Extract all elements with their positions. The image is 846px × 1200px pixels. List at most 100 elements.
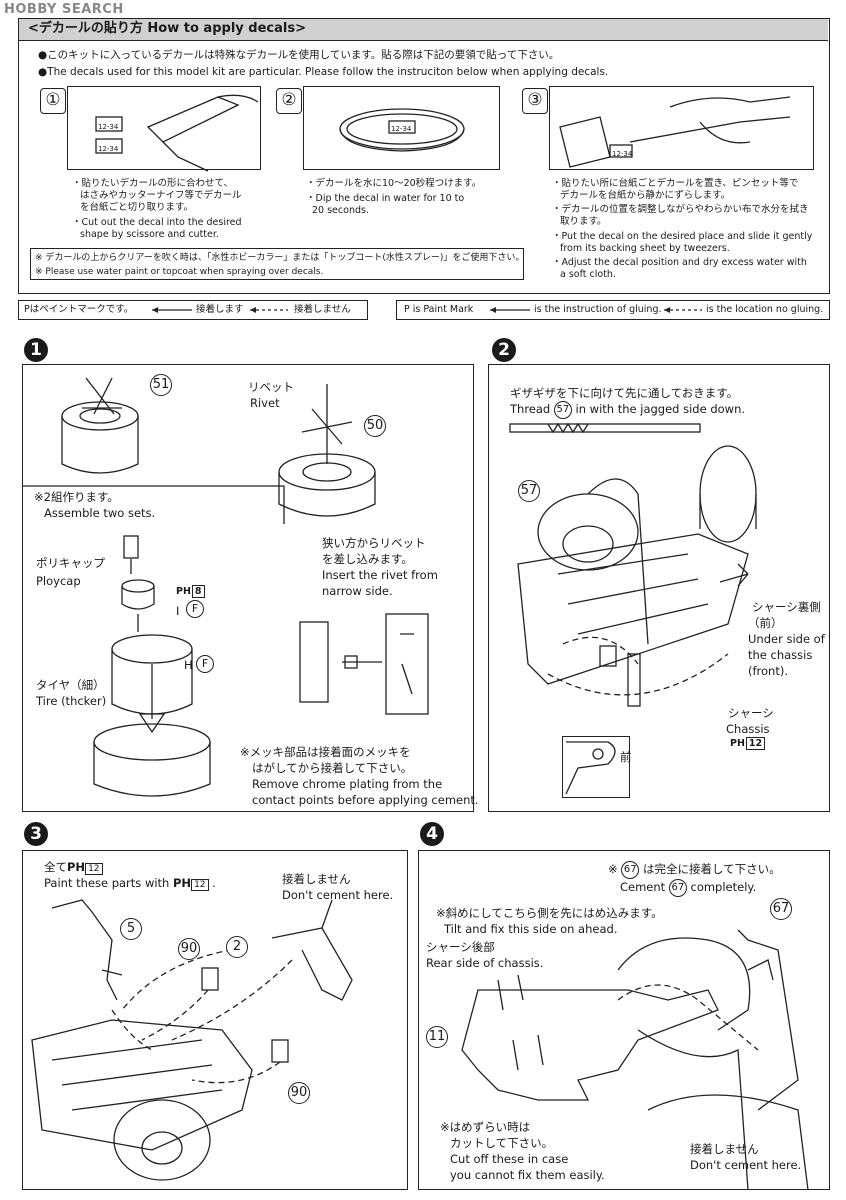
cement-en: Cement 67 completely. — [620, 879, 756, 898]
no-glue-arrow-icon — [250, 307, 288, 313]
decal-step-1-illustration — [67, 86, 261, 172]
rivet-note-en-1: Insert the rivet from — [322, 568, 438, 582]
decal-step-3-en-3: ・Adjust the decal position and dry exces… — [552, 257, 807, 268]
rivet-note-jp-1: 狭い方からリベット — [322, 536, 426, 550]
under-en-2: the chassis — [748, 648, 813, 662]
legend-en-no-glue: is the location no gluing. — [706, 304, 824, 315]
decal-step-2-number: ② — [276, 88, 302, 114]
nocement-en-4: Don't cement here. — [690, 1158, 802, 1172]
rivet-jp: リベット — [248, 380, 294, 394]
glue-arrow-icon-en — [490, 307, 530, 313]
decal-step-1-en-2: shape by scissore and cutter. — [80, 229, 219, 240]
legend-jp-no-glue: 接着しません — [294, 304, 351, 315]
step-3-drawing — [31, 899, 353, 1181]
under-jp-2: （前） — [748, 616, 783, 630]
decal-step-1-number: ① — [40, 88, 66, 114]
decal-label-d: 12-34 — [612, 150, 633, 158]
part-2-label: 2 — [226, 936, 248, 958]
nocement-jp-4: 接着しません — [690, 1142, 759, 1156]
nocement-en-3: Don't cement here. — [282, 888, 394, 902]
decal-step-3-jp-3: ・デカールの位置を調整しながらやわらかい布で水分を拭き — [552, 204, 809, 215]
decal-step-1-jp-2: はさみやカッターナイフ等でデカール — [80, 190, 242, 201]
under-en-3: (front). — [748, 664, 788, 678]
chassis-jp: シャーシ — [728, 706, 774, 720]
glue-arrow-icon — [152, 307, 192, 313]
cement-jp: ※ 67 は完全に接着して下さい。 — [608, 861, 781, 880]
tilt-en: Tilt and fix this side on ahead. — [444, 922, 618, 936]
decal-note-box — [30, 248, 524, 280]
chrome-note-jp-1: ※メッキ部品は接着面のメッキを — [240, 745, 411, 759]
legend-en-paint: P is Paint Mark — [404, 304, 474, 315]
decal-step-3-jp-2: デカールを台紙から静かにずらします。 — [560, 190, 731, 201]
step-2-number: 2 — [492, 338, 516, 362]
decal-step-3-en-1: ・Put the decal on the desired place and … — [552, 231, 813, 242]
decal-step-3-number: ③ — [522, 88, 548, 114]
cutoff-en-2: you cannot fix them easily. — [450, 1168, 605, 1182]
part-5-label: 5 — [120, 918, 142, 940]
under-jp-1: シャーシ裏側 — [752, 600, 821, 614]
decal-step-3-jp-1: ・貼りたい所に台紙ごとデカールを置き、ピンセット等で — [552, 178, 799, 189]
assemble-en: Assemble two sets. — [44, 506, 156, 520]
step-3-panel — [22, 850, 408, 1190]
step-4-drawing — [461, 929, 809, 1191]
part-i-label: I — [176, 604, 180, 618]
part-90-label-a: 90 — [178, 938, 200, 960]
tweezers-applying-icon — [559, 96, 791, 168]
legend-jp-box — [18, 300, 368, 320]
chrome-note-jp-2: はがしてから接着して下さい。 — [252, 761, 413, 775]
legend-jp-paint: Pはペイントマークです。 — [24, 304, 134, 315]
scissors-cutting-icon — [95, 94, 259, 172]
decal-note-en: ※ Please use water paint or topcoat when… — [35, 267, 324, 277]
decal-step-2-en-2: 20 seconds. — [312, 205, 369, 216]
rivet-en: Rivet — [250, 396, 280, 410]
no-glue-arrow-icon-en — [664, 307, 702, 313]
water-dish-icon — [339, 108, 465, 152]
part-67-label: 67 — [770, 898, 792, 920]
front-detail-box — [562, 736, 630, 798]
jagged-en: Thread 57 in with the jagged side down. — [510, 401, 745, 420]
chrome-note-en-2: contact points before applying cement. — [252, 793, 479, 807]
under-en-1: Under side of — [748, 632, 825, 646]
decal-step-1-jp-1: ・貼りたいデカールの形に合わせて、 — [72, 178, 234, 189]
decal-intro-en: ●The decals used for this model kit are … — [38, 66, 609, 78]
part-h-label: H — [184, 658, 193, 672]
decal-section-header — [19, 19, 828, 41]
watermark: HOBBY SEARCH — [4, 2, 124, 17]
nocement-jp-3: 接着しません — [282, 872, 351, 886]
decal-label-c: 12-34 — [391, 125, 412, 133]
step-1-number: 1 — [24, 338, 48, 362]
cutoff-jp-1: ※はめずらい時は — [440, 1120, 531, 1134]
legend-jp-glue: 接着します — [196, 304, 244, 315]
decal-step-2-illustration — [303, 86, 500, 170]
decal-step-1-en-1: ・Cut out the decal into the desired — [72, 217, 242, 228]
part-f2-label: F — [196, 655, 214, 673]
decal-note-jp: ※ デカールの上からクリアーを吹く時は、「水性ホビーカラー」または「トップコート… — [35, 253, 525, 263]
step-2-panel — [488, 364, 830, 812]
rivet-note-en-2: narrow side. — [322, 584, 393, 598]
part-f-label: F — [186, 600, 204, 618]
decal-label-b: 12-34 — [98, 145, 119, 153]
decal-title: <デカールの貼り方 How to apply decals> — [28, 21, 306, 36]
assemble-jp: ※2組作ります。 — [34, 490, 119, 504]
rear-jp: シャーシ後部 — [426, 940, 495, 954]
part-57-label: 57 — [518, 480, 540, 502]
legend-en-box — [396, 300, 830, 320]
part-90-label-b: 90 — [288, 1082, 310, 1104]
chrome-note-en-1: Remove chrome plating from the — [252, 777, 443, 791]
decal-step-3-en-4: a soft cloth. — [560, 269, 616, 280]
tilt-jp: ※斜めにしてこちら側を先にはめ込みます。 — [436, 906, 663, 920]
decal-step-1-jp-3: を台紙ごと切り取ります。 — [80, 202, 194, 213]
cutoff-en-1: Cut off these in case — [450, 1152, 569, 1166]
legend-en-glue: is the instruction of gluing. — [534, 304, 662, 315]
part-50-label: 50 — [364, 415, 386, 437]
decal-step-3-en-2: from its backing sheet by tweezers. — [560, 243, 730, 254]
decal-intro-jp: ●このキットに入っているデカールは特殊なデカールを使用しています。貼る際は下記の… — [38, 49, 560, 61]
rivet-note-jp-2: を差し込みます。 — [322, 552, 413, 566]
step-4-number: 4 — [420, 822, 444, 846]
front-jp: 前 — [620, 750, 632, 764]
step-4-panel — [418, 850, 830, 1190]
